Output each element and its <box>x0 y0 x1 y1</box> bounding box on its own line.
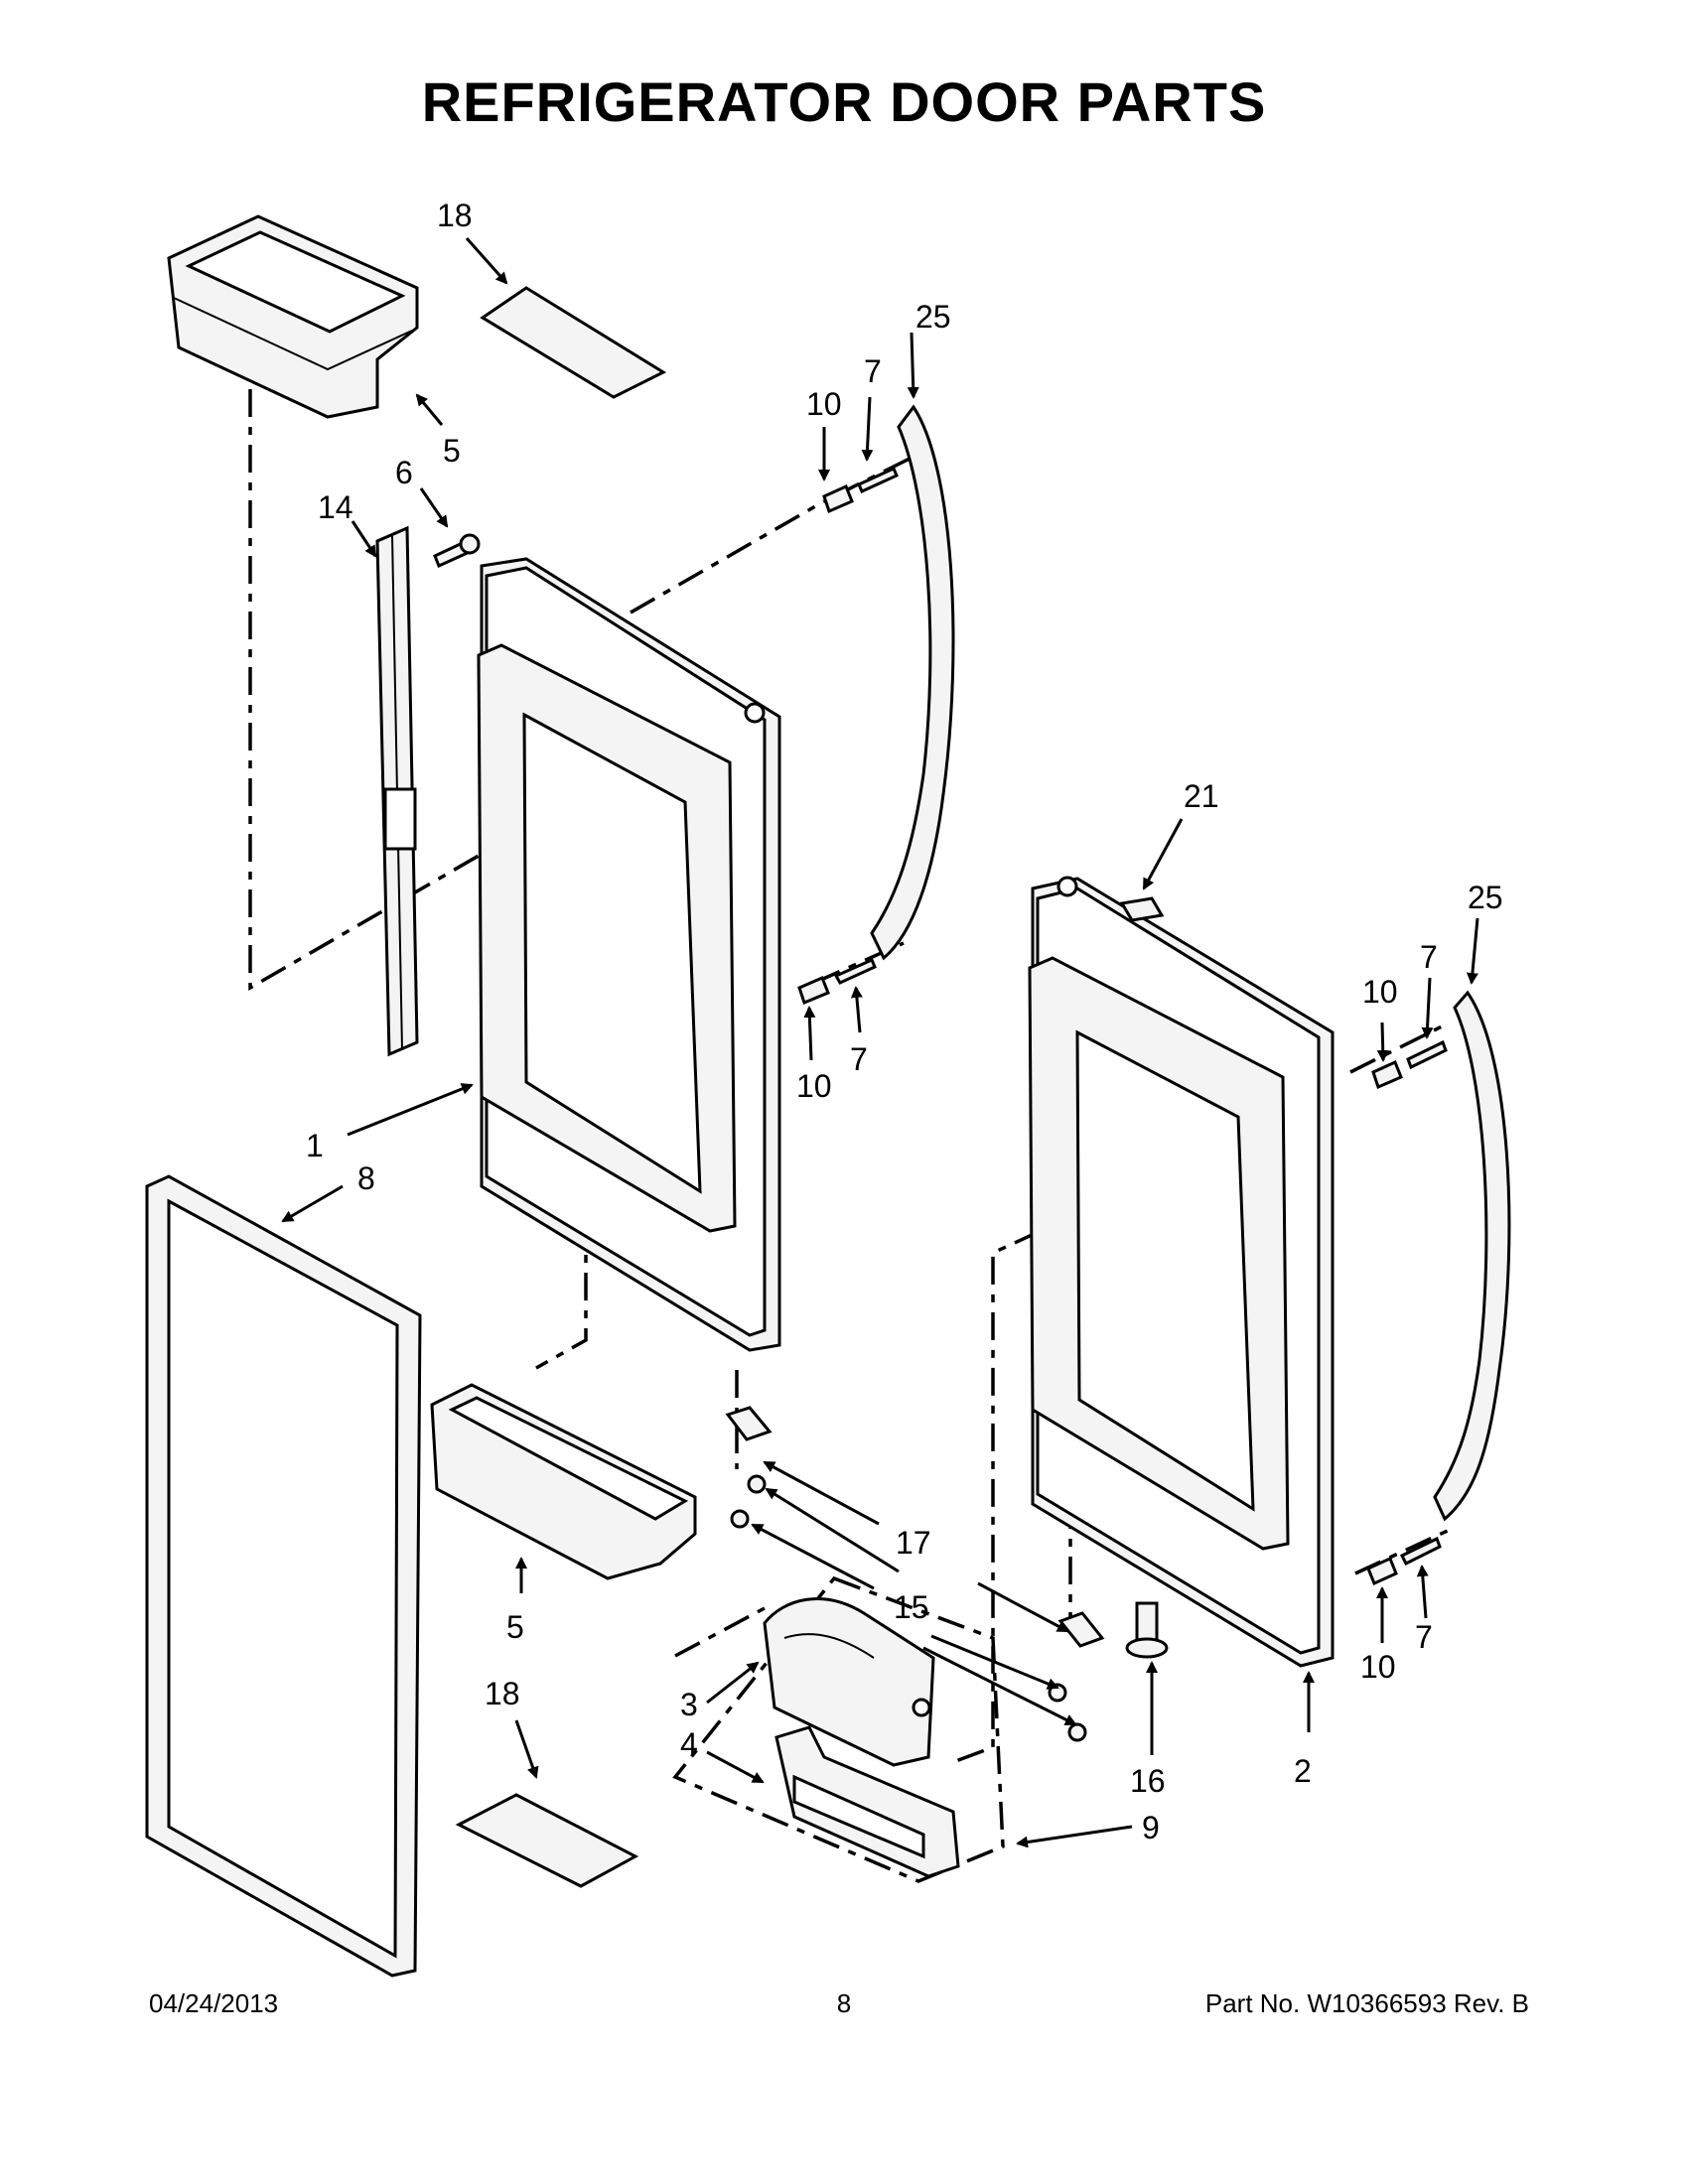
callout-3: 3 <box>680 1687 698 1722</box>
callout-7-right-top: 7 <box>1420 939 1438 975</box>
leader-lines <box>281 237 1479 1848</box>
callout-labels: 18 5 6 14 25 7 10 10 7 21 25 7 10 1 8 5 … <box>306 198 1503 1845</box>
dispenser-bin <box>774 1725 960 1878</box>
hinge-right <box>1057 1611 1105 1648</box>
leader-15d <box>922 1646 1077 1726</box>
leader-9 <box>1016 1825 1133 1848</box>
leader-4 <box>706 1750 765 1784</box>
footer-page-number: 8 <box>836 1988 852 2018</box>
callout-10-mid: 10 <box>796 1068 832 1104</box>
handle-screws-top <box>822 466 899 514</box>
callout-21: 21 <box>1184 778 1219 814</box>
leader-7a <box>861 396 874 462</box>
handle-screws-right-top <box>1371 1039 1448 1090</box>
screw-6 <box>433 533 481 569</box>
handle-screws-right-bottom <box>1366 1536 1442 1586</box>
hinge-pin <box>1125 1601 1169 1659</box>
callout-25-right: 25 <box>1468 880 1503 915</box>
leader-8 <box>281 1184 344 1223</box>
handle-screws-mid <box>797 958 877 1006</box>
leader-21 <box>1142 818 1184 890</box>
callout-15: 15 <box>894 1589 929 1625</box>
callout-10-top: 10 <box>806 386 842 422</box>
hinge-left <box>725 1406 773 1441</box>
right-door-assembly-line <box>952 1160 1193 1764</box>
leader-18a <box>465 237 508 285</box>
door-handle-left <box>870 404 955 961</box>
door-clip-21 <box>1119 896 1165 922</box>
leader-1 <box>347 1083 474 1137</box>
callout-17: 17 <box>896 1525 931 1561</box>
dispenser-group-box <box>672 1575 1005 1883</box>
bin-cover-lower <box>455 1793 639 1888</box>
callout-9: 9 <box>1142 1810 1160 1845</box>
leader-25a <box>907 332 919 399</box>
dispenser-housing <box>763 1597 935 1767</box>
callout-14: 14 <box>318 489 353 525</box>
door-bin-top <box>167 214 419 419</box>
callout-7-top: 7 <box>864 353 882 389</box>
mullion-bar <box>375 525 419 1057</box>
bin-cover-top <box>480 286 667 399</box>
callout-7-right-bottom: 7 <box>1415 1619 1433 1655</box>
leader-6 <box>419 487 449 528</box>
callout-6: 6 <box>395 455 413 490</box>
page-title: REFRIGERATOR DOOR PARTS <box>421 70 1267 133</box>
leader-7c <box>1421 977 1434 1039</box>
leader-18b <box>514 1719 539 1779</box>
callout-1: 1 <box>306 1128 324 1163</box>
callout-10-right-top: 10 <box>1362 974 1398 1010</box>
door-gasket <box>145 1174 422 1978</box>
footer-date: 04/24/2013 <box>149 1988 279 2018</box>
leader-5a <box>415 393 444 426</box>
leader-3 <box>706 1661 760 1705</box>
callout-18-top: 18 <box>437 198 473 233</box>
leader-10b <box>803 1006 816 1061</box>
footer-part-number: Part No. W10366593 Rev. B <box>1204 1988 1529 2018</box>
leader-7d <box>1416 1565 1429 1619</box>
callout-8: 8 <box>357 1160 375 1196</box>
callout-16: 16 <box>1130 1763 1166 1799</box>
callout-5-lower: 5 <box>506 1609 524 1645</box>
callout-10-right-bottom: 10 <box>1360 1649 1396 1685</box>
callout-7-mid: 7 <box>850 1041 868 1077</box>
leader-17b <box>977 1581 1069 1633</box>
leader-10c <box>1376 1022 1389 1062</box>
callout-25-left: 25 <box>915 299 951 335</box>
left-door <box>477 557 781 1352</box>
callout-18-lower: 18 <box>485 1676 520 1711</box>
leader-17a <box>763 1460 880 1526</box>
right-handle-top-line <box>1349 1021 1451 1074</box>
door-handle-right <box>1433 990 1511 1522</box>
leader-7b <box>850 986 863 1033</box>
handle-top-assembly-line-left <box>630 499 825 614</box>
callout-4: 4 <box>680 1726 698 1762</box>
door-bin-lower <box>430 1383 697 1580</box>
leader-25b <box>1466 917 1479 985</box>
right-door <box>1028 876 1335 1668</box>
leader-15a <box>765 1487 900 1573</box>
leader-15c <box>930 1634 1059 1690</box>
callout-2: 2 <box>1294 1753 1312 1789</box>
callout-5-top: 5 <box>443 433 461 469</box>
leader-14 <box>351 520 377 558</box>
leader-15b <box>751 1523 875 1590</box>
